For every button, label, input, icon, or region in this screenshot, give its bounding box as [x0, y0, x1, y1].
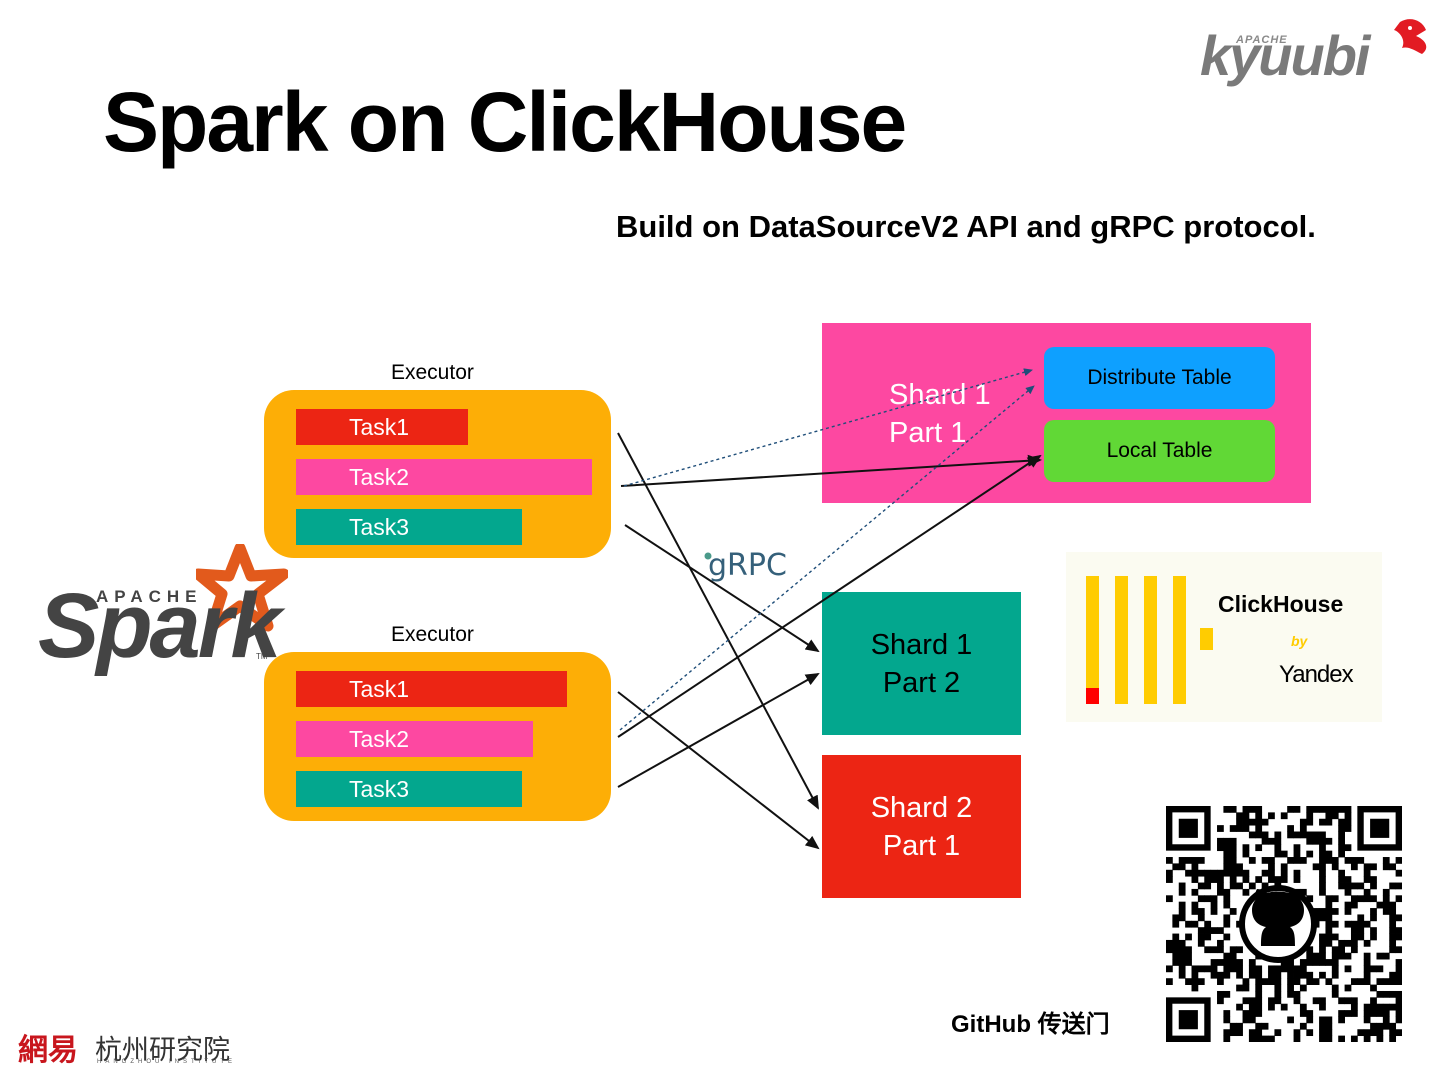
kyuubi-logo: [1196, 14, 1432, 94]
arrow-e2-to-shard2: [617, 691, 820, 850]
arrow-e1-to-shard2: [617, 432, 819, 810]
shard-2-part-1-line2: Part 1: [882, 830, 961, 862]
github-qr-code[interactable]: [1166, 806, 1402, 1042]
executor-1-task-3: Task3: [296, 509, 522, 545]
solid-arrows: [617, 432, 1042, 850]
shard-2-part-1-line1: Shard 2: [870, 792, 973, 824]
netease-logo: 網易: [18, 1033, 78, 1068]
distribute-table: Distribute Table: [1044, 347, 1275, 409]
executor-2-task-3: Task3: [296, 771, 522, 807]
dotted-arrows: [619, 368, 1035, 731]
netease-institute-name: 杭州研究院: [95, 1035, 230, 1066]
dotted-arrow-e1-to-distribute: [623, 368, 1033, 487]
arrow-e1-to-local-table: [620, 454, 1042, 487]
spark-logo-tm: TM: [256, 652, 268, 661]
dotted-arrow-e2-to-distribute: [619, 385, 1035, 731]
executor-label-1: Executor: [391, 361, 474, 384]
grpc-label: gRPC: [708, 548, 787, 583]
local-table: Local Table: [1044, 420, 1275, 482]
github-label: GitHub 传送门: [951, 1011, 1110, 1038]
shard-2-part-1-box: [822, 755, 1021, 898]
spark-logo-word: Spark: [38, 575, 282, 677]
netease-institute-sub: HANGZHOU INSTITUTE: [97, 1059, 236, 1065]
shard-1-part-2-line1: Shard 1: [870, 629, 973, 661]
clickhouse-vendor: Yandex: [1279, 661, 1354, 688]
arrow-e1-to-shard1p2: [624, 524, 820, 653]
clickhouse-name: ClickHouse: [1218, 591, 1344, 617]
spark-logo-apache: APACHE: [96, 587, 203, 606]
arrow-e2-to-shard1p2: [617, 673, 820, 788]
executor-2-task-1: Task1: [296, 671, 567, 707]
grpc-dot: [704, 552, 712, 560]
shard-1-part-1-line2: Part 1: [889, 417, 967, 449]
executor-1-task-2: Task2: [296, 459, 592, 495]
executor-label-2: Executor: [391, 623, 474, 646]
kyuubi-logo-word: kyuubi: [1200, 24, 1370, 87]
slide-title: Spark on ClickHouse: [103, 75, 907, 169]
executor-1-task-1: Task1: [296, 409, 468, 445]
shard-1-part-2-box: [822, 592, 1021, 735]
kyuubi-logo-apache: APACHE: [1236, 34, 1288, 46]
slide-subtitle: Build on DataSourceV2 API and gRPC proto…: [616, 209, 1316, 244]
kyuubi-logo-mark: [1394, 19, 1427, 54]
shard-1-part-2-line2: Part 2: [882, 667, 961, 699]
arrow-e2-to-local-table: [617, 454, 1042, 738]
clickhouse-by: by: [1291, 633, 1308, 649]
spark-star-icon: [196, 544, 288, 632]
shard-1-part-1-line1: Shard 1: [889, 379, 991, 411]
clickhouse-bars-icon: [1086, 576, 1213, 704]
executor-2-task-2: Task2: [296, 721, 533, 757]
spark-logo: [36, 540, 288, 680]
